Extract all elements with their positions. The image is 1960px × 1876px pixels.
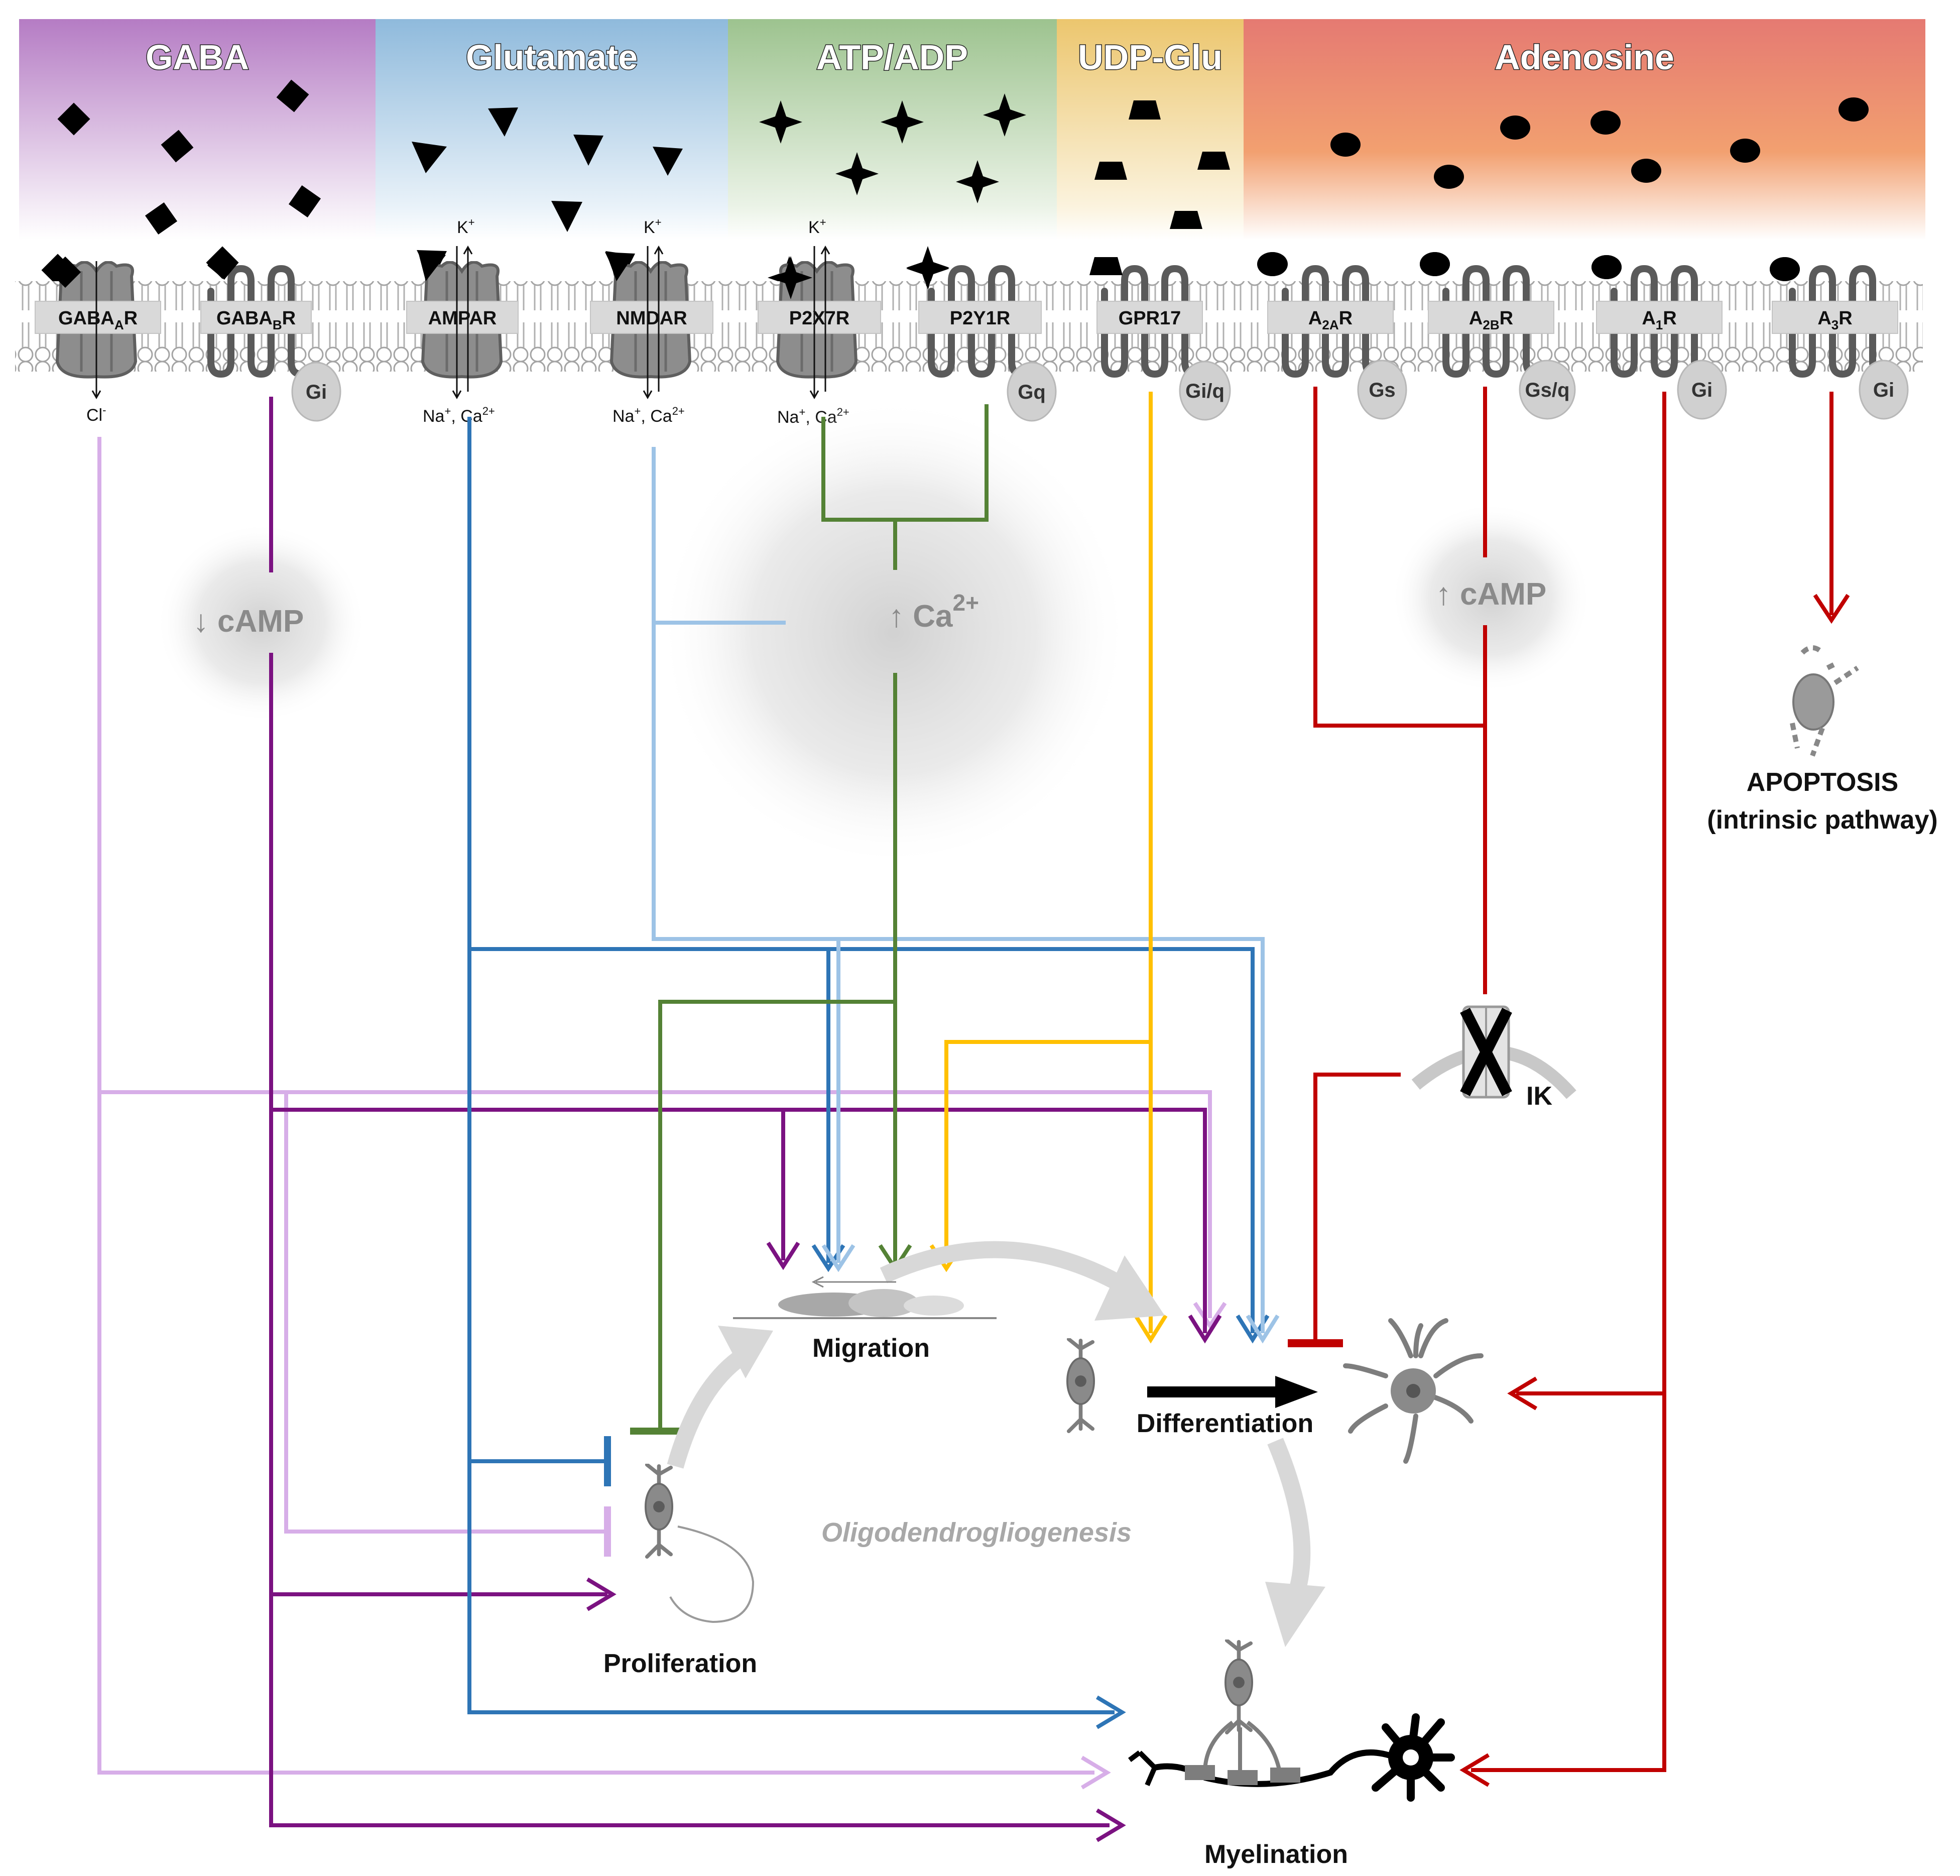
receptors: GABAAR GABABR AMPAR NMDAR P2X7R P2Y1R GP… xyxy=(35,216,1909,427)
g-protein-a2b: Gs/q xyxy=(1525,379,1570,401)
receptor-a3-label: A3R xyxy=(1817,308,1852,332)
g-protein-a2a: Gs xyxy=(1369,379,1395,401)
receptor-a2b-label: A2BR xyxy=(1469,308,1513,332)
band-udp xyxy=(1057,19,1244,240)
proliferation-label: Proliferation xyxy=(603,1649,757,1678)
myelination-label: Myelination xyxy=(1204,1840,1348,1869)
band-glutamate xyxy=(376,19,728,240)
gaba-b-pathway xyxy=(269,397,1222,1842)
receptor-gpr17-label: GPR17 xyxy=(1119,308,1181,329)
migration-label: Migration xyxy=(812,1334,930,1363)
g-protein-a1: Gi xyxy=(1691,379,1712,401)
ik-channel-label: IK xyxy=(1526,1082,1552,1111)
mature-oligodendrocyte-icon xyxy=(1343,1318,1484,1464)
label-glutamate: Glutamate xyxy=(466,38,638,77)
udp-molecules xyxy=(1089,100,1230,275)
receptor-gaba-b-label: GABABR xyxy=(216,308,296,332)
g-protein-a3: Gi xyxy=(1873,379,1894,401)
receptor-a1-label: A1R xyxy=(1642,308,1676,332)
ampa-pathway xyxy=(467,417,1270,1729)
receptor-p2x7-label: P2X7R xyxy=(789,308,849,329)
band-adenosine xyxy=(1244,19,1925,240)
ion-cl-label: Cl- xyxy=(86,404,106,425)
lifecycle-arrows xyxy=(667,1241,1311,1600)
ion-k-p2x7-label: K+ xyxy=(808,216,826,237)
precursor-cell-icon xyxy=(1067,1339,1094,1431)
ion-k-ampa-label: K+ xyxy=(457,216,475,237)
camp-cloud-left xyxy=(156,522,366,723)
g-protein-p2y1: Gq xyxy=(1018,381,1046,403)
g-protein-gaba-b: Gi xyxy=(306,381,327,403)
ik-channel: IK xyxy=(1411,1005,1576,1111)
nmda-pathway xyxy=(652,447,1280,1344)
ligand-header: GABA Glutamate ATP/ADP UDP-Glu Adenosine xyxy=(19,19,1925,299)
proliferation-cycle-arrow xyxy=(669,1526,755,1623)
myelinating-cell-icon xyxy=(1128,1640,1455,1802)
receptor-p2y1-label: P2Y1R xyxy=(950,308,1010,329)
camp-decrease-label: ↓ cAMP xyxy=(193,604,304,639)
ion-k-nmda-label: K+ xyxy=(644,216,662,237)
differentiation-label: Differentiation xyxy=(1137,1409,1313,1438)
camp-increase-label: ↑ cAMP xyxy=(1436,577,1546,612)
receptor-a2a-label: A2AR xyxy=(1308,308,1353,332)
receptor-ampa-label: AMPAR xyxy=(428,308,497,329)
apoptosis-label: APOPTOSIS xyxy=(1747,768,1898,797)
label-gaba: GABA xyxy=(146,38,249,77)
apoptotic-cell-icon xyxy=(1790,645,1859,757)
oligodendrogliogenesis-label: Oligodendrogliogenesis xyxy=(821,1517,1132,1548)
calcium-increase-label: ↑ Ca2+ xyxy=(889,590,979,634)
proliferating-cell-icon xyxy=(646,1465,672,1557)
calcium-cloud xyxy=(658,397,1130,869)
label-atp-adp: ATP/ADP xyxy=(816,38,968,77)
label-udp-glu: UDP-Glu xyxy=(1078,38,1222,77)
apoptosis-subtitle: (intrinsic pathway) xyxy=(1707,805,1937,835)
receptor-nmda-label: NMDAR xyxy=(616,308,687,329)
label-adenosine: Adenosine xyxy=(1495,38,1674,77)
migrating-cell xyxy=(733,1276,997,1319)
receptor-gaba-a-label: GABAAR xyxy=(58,308,138,332)
adenosine-pathway xyxy=(1288,387,1850,1787)
ion-na-ca-nmda-label: Na+, Ca2+ xyxy=(612,405,685,426)
ion-na-ca-ampa-label: Na+, Ca2+ xyxy=(423,405,495,426)
camp-cloud-right xyxy=(1391,502,1591,693)
g-protein-gpr17: Gi/q xyxy=(1185,380,1224,402)
